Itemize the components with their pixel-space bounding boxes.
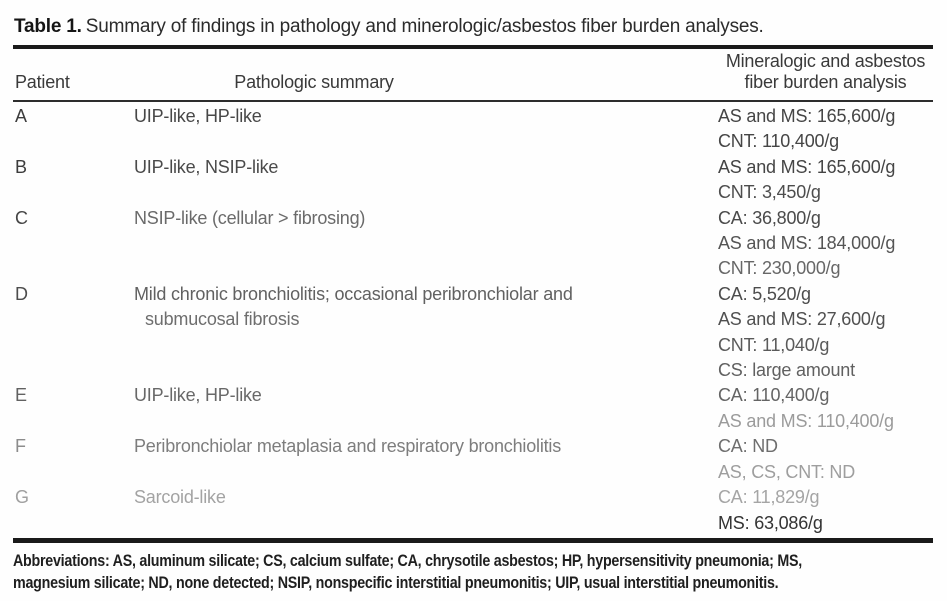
patient-cell: G <box>15 487 29 508</box>
analysis-line: CA: 11,829/g <box>718 487 820 508</box>
summary-cell: UIP-like, HP-like <box>134 383 704 434</box>
patient-cell: C <box>15 207 28 228</box>
summary-line: UIP-like, NSIP-like <box>134 156 279 177</box>
analysis-line: CA: 36,800/g <box>718 207 821 228</box>
table-row-d: D Mild chronic bronchiolitis; occasional… <box>13 282 933 384</box>
summary-line: Sarcoid-like <box>134 487 226 508</box>
summary-line: submucosal fibrosis <box>145 309 300 330</box>
summary-line: NSIP-like (cellular > fibrosing) <box>134 207 366 228</box>
summary-cell: Mild chronic bronchiolitis; occasional p… <box>134 282 704 384</box>
col-header-analysis-line1: Mineralogic and asbestos <box>725 51 926 71</box>
table-body: A UIP-like, HP-like AS and MS: 165,600/g… <box>0 102 947 536</box>
analysis-line: CA: ND <box>718 436 778 457</box>
summary-line: Mild chronic bronchiolitis; occasional p… <box>134 283 573 304</box>
col-header-patient: Patient <box>15 72 70 92</box>
patient-cell: B <box>15 156 27 177</box>
summary-cell: UIP-like, NSIP-like <box>134 155 704 206</box>
analysis-line: AS and MS: 27,600/g <box>718 309 886 330</box>
analysis-cell: AS and MS: 165,600/g CNT: 110,400/g <box>704 104 933 155</box>
table-title: Table 1.Summary of findings in pathology… <box>0 0 947 39</box>
analysis-line: CA: 5,520/g <box>718 283 811 304</box>
top-rule <box>13 45 933 49</box>
summary-line: UIP-like, HP-like <box>134 106 262 126</box>
analysis-cell: CA: 110,400/g AS and MS: 110,400/g <box>704 383 933 434</box>
table-row-b: B UIP-like, NSIP-like AS and MS: 165,600… <box>13 155 933 206</box>
table-row-f: F Peribronchiolar metaplasia and respira… <box>13 434 933 485</box>
analysis-line: CS: large amount <box>718 360 855 381</box>
analysis-line: CNT: 3,450/g <box>718 182 821 203</box>
table-caption: Summary of findings in pathology and min… <box>85 16 764 37</box>
footnote-line-1: Abbreviations: AS, aluminum silicate; CS… <box>13 550 802 570</box>
analysis-line: AS and MS: 110,400/g <box>718 410 894 431</box>
analysis-cell: CA: 36,800/g AS and MS: 184,000/g CNT: 2… <box>704 206 933 282</box>
analysis-line: CNT: 110,400/g <box>718 131 839 152</box>
bottom-rule <box>13 537 933 543</box>
col-header-analysis: Mineralogic and asbestos fiber burden an… <box>704 51 933 93</box>
header-rule <box>13 100 933 102</box>
summary-line: Peribronchiolar metaplasia and respirato… <box>134 436 562 457</box>
analysis-cell: CA: 5,520/g AS and MS: 27,600/g CNT: 11,… <box>704 282 933 384</box>
summary-cell: UIP-like, HP-like <box>134 104 704 155</box>
analysis-cell: CA: ND AS, CS, CNT: ND <box>704 434 933 485</box>
col-header-summary-cell: Pathologic summary <box>134 72 704 93</box>
summary-cell: Peribronchiolar metaplasia and respirato… <box>134 434 704 485</box>
analysis-line: AS and MS: 165,600/g <box>718 106 896 126</box>
column-header-row: Patient Pathologic summary Mineralogic a… <box>0 49 947 100</box>
footnote-line-2: magnesium silicate; ND, none detected; N… <box>13 572 779 592</box>
table-row-c: C NSIP-like (cellular > fibrosing) CA: 3… <box>13 206 933 282</box>
table-row-g: G Sarcoid-like CA: 11,829/g MS: 63,086/g <box>13 485 933 536</box>
analysis-line: AS, CS, CNT: ND <box>718 461 856 482</box>
analysis-cell: AS and MS: 165,600/g CNT: 3,450/g <box>704 155 933 206</box>
summary-line: UIP-like, HP-like <box>134 385 262 406</box>
patient-cell: E <box>15 385 27 406</box>
analysis-line: CNT: 230,000/g <box>718 258 841 279</box>
analysis-line: MS: 63,086/g <box>718 512 823 533</box>
patient-cell: D <box>15 283 28 304</box>
analysis-line: AS and MS: 184,000/g <box>718 233 896 254</box>
summary-cell: NSIP-like (cellular > fibrosing) <box>134 206 704 282</box>
table-row-e: E UIP-like, HP-like CA: 110,400/g AS and… <box>13 383 933 434</box>
footnote: Abbreviations: AS, aluminum silicate; CS… <box>0 543 947 594</box>
analysis-line: AS and MS: 165,600/g <box>718 156 896 177</box>
analysis-line: CA: 110,400/g <box>718 385 830 406</box>
patient-cell: A <box>15 106 27 126</box>
col-header-analysis-line2: fiber burden analysis <box>744 72 907 92</box>
patient-cell: F <box>15 436 26 457</box>
analysis-cell: CA: 11,829/g MS: 63,086/g <box>704 485 933 536</box>
analysis-line: CNT: 11,040/g <box>718 334 830 355</box>
table-number-label: Table 1. <box>14 16 82 37</box>
summary-cell: Sarcoid-like <box>134 485 704 536</box>
col-header-summary: Pathologic summary <box>234 72 394 92</box>
table-row-a: A UIP-like, HP-like AS and MS: 165,600/g… <box>13 104 933 155</box>
